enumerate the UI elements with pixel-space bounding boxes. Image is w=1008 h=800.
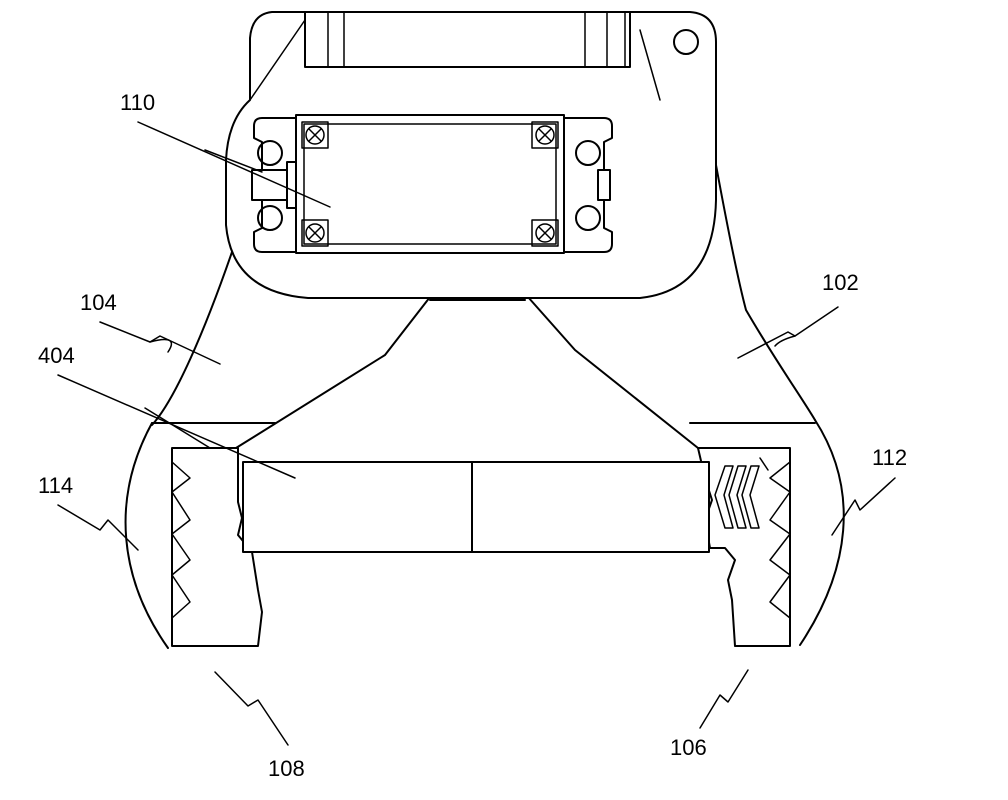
gripped-bar — [242, 461, 710, 553]
label-110: 110 — [120, 90, 155, 115]
screw-icon — [531, 121, 559, 149]
label-114: 114 — [38, 473, 73, 498]
label-106: 106 — [670, 735, 707, 760]
screw-icon — [531, 219, 559, 247]
reference-labels: 110 104 404 102 114 112 108 106 — [38, 90, 907, 781]
body-outline — [151, 164, 816, 449]
screw-icon — [301, 219, 329, 247]
top-housing — [225, 11, 717, 299]
leader-lines — [57, 121, 896, 746]
screw-icon — [301, 121, 329, 149]
jaws — [124, 419, 845, 649]
label-104: 104 — [80, 290, 117, 315]
label-404: 404 — [38, 343, 75, 368]
label-102: 102 — [822, 270, 859, 295]
label-112: 112 — [872, 445, 907, 470]
label-108: 108 — [268, 756, 305, 781]
